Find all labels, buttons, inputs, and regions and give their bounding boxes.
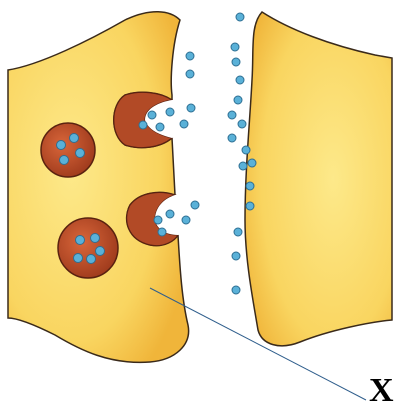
neurotransmitter-molecule — [232, 286, 240, 294]
neurotransmitter-molecule — [234, 96, 242, 104]
neurotransmitter-molecule — [154, 216, 162, 224]
neurotransmitter-molecule — [96, 247, 105, 256]
neurotransmitter-molecule — [187, 104, 195, 112]
neurotransmitter-molecule — [238, 120, 246, 128]
neurotransmitter-molecule — [234, 228, 242, 236]
neurotransmitter-molecule — [76, 236, 85, 245]
neurotransmitter-molecule — [60, 156, 69, 165]
neurotransmitter-molecule — [236, 13, 244, 21]
neurotransmitter-molecule — [148, 111, 156, 119]
neurotransmitter-molecule — [166, 210, 174, 218]
neurotransmitter-molecule — [228, 111, 236, 119]
neurotransmitter-molecule — [156, 123, 164, 131]
neurotransmitter-molecule — [239, 162, 247, 170]
neurotransmitter-molecule — [74, 254, 83, 263]
neurotransmitter-molecule — [57, 141, 66, 150]
neurotransmitter-molecule — [228, 134, 236, 142]
neurotransmitter-molecule — [242, 146, 250, 154]
neurotransmitter-molecule — [70, 134, 79, 143]
neurotransmitter-molecule — [246, 202, 254, 210]
vesicle-lower — [58, 218, 118, 278]
neurotransmitter-molecule — [186, 70, 194, 78]
neurotransmitter-molecule — [191, 201, 199, 209]
neurotransmitter-molecule — [139, 121, 147, 129]
neurotransmitter-molecule — [182, 216, 190, 224]
neurotransmitter-molecule — [231, 43, 239, 51]
neurotransmitter-molecule — [232, 252, 240, 260]
presynaptic-terminal — [8, 12, 189, 363]
neurotransmitter-molecule — [180, 120, 188, 128]
neurotransmitter-molecule — [87, 255, 96, 264]
label-x: X — [369, 374, 394, 408]
neurotransmitter-molecule — [158, 228, 166, 236]
neurotransmitter-molecule — [232, 58, 240, 66]
neurotransmitter-molecule — [166, 108, 174, 116]
neurotransmitter-molecule — [91, 234, 100, 243]
neurotransmitter-molecule — [76, 149, 85, 158]
neurotransmitter-molecule — [186, 52, 194, 60]
neurotransmitter-molecule — [246, 182, 254, 190]
neurotransmitter-molecule — [236, 76, 244, 84]
vesicle-upper — [41, 123, 95, 177]
neurotransmitter-molecule — [248, 159, 256, 167]
postsynaptic-terminal — [245, 12, 392, 346]
